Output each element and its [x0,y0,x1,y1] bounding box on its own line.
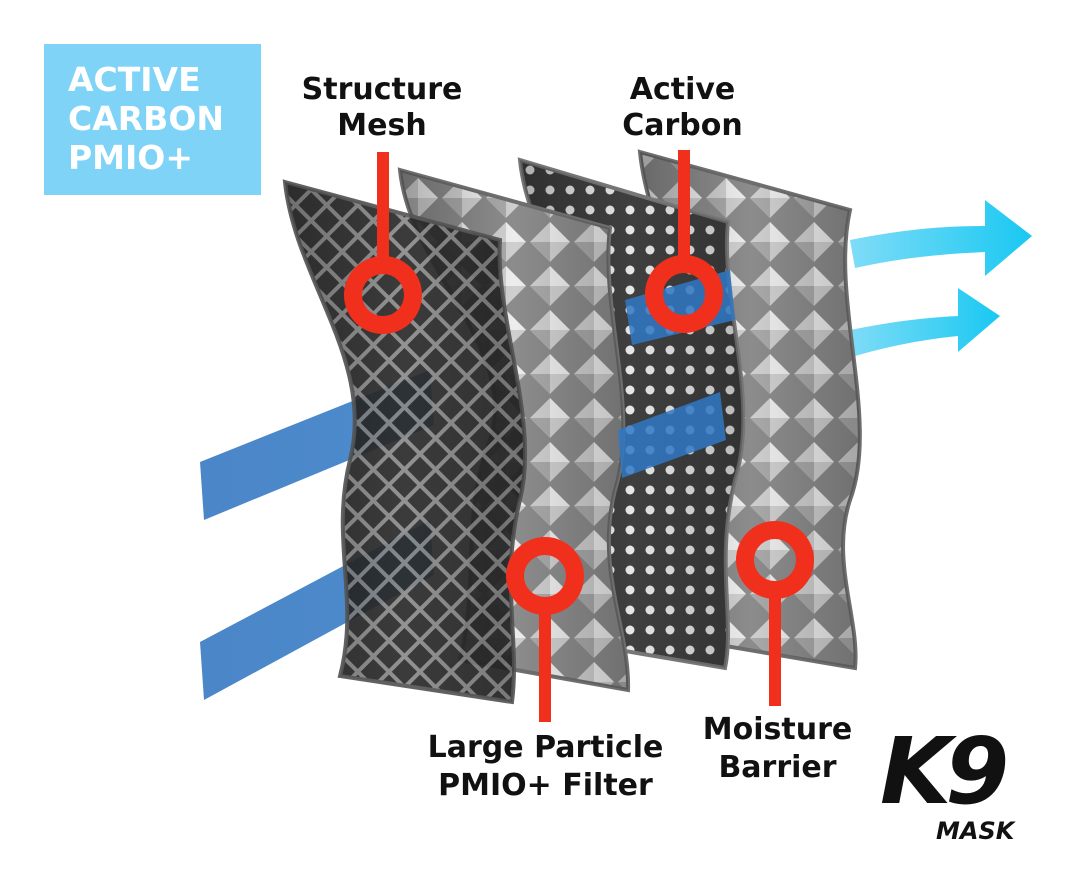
logo-mark: K9 [880,718,1009,825]
label-moisture-barrier-2: Barrier [718,750,837,785]
label-active-carbon-1: Active [629,72,736,107]
label-large-particle-1: Large Particle [427,730,664,765]
callout-marker-icon [344,150,814,722]
airflow-arrow-icon [850,200,1032,356]
label-moisture-barrier-1: Moisture [702,712,853,747]
badge-background [44,44,261,195]
label-structure-mesh-2: Mesh [337,108,427,143]
label-large-particle-2: PMIO+ Filter [438,768,653,803]
label-structure-mesh-1: Structure [301,72,463,107]
label-active-carbon-2: Carbon [622,108,743,143]
badge-line-3: PMIO+ [68,138,194,177]
badge-line-1: ACTIVE [68,60,201,99]
structure-mesh-layer [282,179,528,705]
badge-line-2: CARBON [68,99,224,138]
logo-subtext: MASK [936,817,1015,845]
